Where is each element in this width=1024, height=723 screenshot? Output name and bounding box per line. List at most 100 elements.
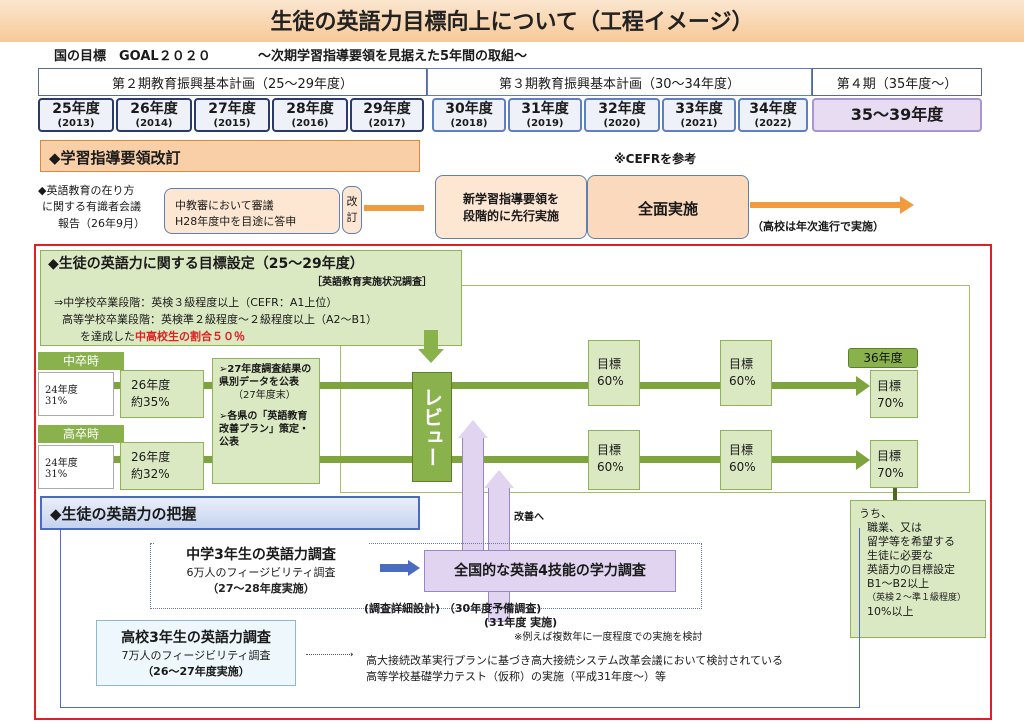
year-sub: (2022) [754,118,792,129]
action-2: ➢各県の「英語教育改善プラン」策定・公表 [219,411,309,448]
year-box-9: 34年度(2022) [738,98,808,132]
report-text-3: 報告（26年9月） [58,217,145,230]
hs-26-value: 26年度 約32% [120,442,204,490]
target-line-1: ⇒中学校卒業段階：英検３級程度以上（CEFR：A1上位） [54,296,338,309]
hs-goal-1-label: 目標 [597,443,622,457]
note-sub: （英検２～準１級程度） [867,593,967,603]
survey-tag: ［英語教育実施状況調査］ [312,277,432,288]
plan-2-header: 第２期教育振興基本計画（25～29年度） [38,68,427,96]
hs-survey-title: 高校3年生の英語力調査 [121,630,271,646]
review-down-arrow-stem [424,330,438,350]
jh-survey-years: （27～28年度実施） [207,582,315,595]
revision-box: 改訂 [342,186,362,234]
cefr-note: ※CEFRを参考 [614,152,697,166]
jh-survey-title: 中学3年生の英語力調査 [186,547,336,563]
jh-survey-box: 中学3年生の英語力調査 6万人のフィージビリティ調査 （27～28年度実施） [154,540,368,604]
year-label: 27年度 [208,101,256,117]
note-percentage: 10%以上 [867,605,914,618]
report-text-2: に関する有識者会議 [42,200,141,213]
note-title: うち、 [859,507,892,520]
year-box-1: 26年度(2014) [116,98,192,132]
jh-goal-1-value: 60% [597,374,624,388]
target-line-2: 高等学校卒業段階：英検準２級程度～２級程度以上（A2～B1） [62,313,378,326]
hs-goal-1: 目標 60% [588,430,640,490]
survey-design-note: (調査詳細設計) （30年度予備調査) [364,602,542,615]
curriculum-arrow-2 [750,202,900,208]
year-sub: (2013) [57,118,95,129]
curriculum-section-title: ◆学習指導要領改訂 [40,140,420,172]
year-31-note: (31年度 実施) [484,616,558,629]
year-label: 28年度 [286,101,334,117]
improve-arrow-right-head [484,470,514,488]
improve-arrow-left-head [458,420,488,438]
hs-goal-2-value: 60% [729,460,756,474]
year-label: 33年度 [675,101,723,117]
goal-label: 国の目標 GOAL２０２０ [54,49,211,64]
review-down-arrow-head [418,349,444,363]
hs-survey-sub: 7万人のフィージビリティ調査 [121,649,271,662]
advance-box: 新学習指導要領を 段階的に先行実施 [435,175,587,239]
jh-goal-1: 目標 60% [588,340,640,406]
year-label: 29年度 [363,101,411,117]
year-label: 35～39年度 [850,105,944,124]
curriculum-arrow-head [900,196,914,214]
reform-line-2: 高等学校基礎学力テスト（仮称）の実施（平成31年度～）等 [366,670,666,683]
note-box: うち、 職業、又は 留学等を希望する 生徒に必要な 英語力の目標設定 B1～B2… [850,500,986,638]
hs-start-value: 24年度 31% [38,445,114,489]
year-sub: (2014) [135,118,173,129]
reform-line-1: 高大接続改革実行プランに基づき高大接続システム改革会議において検討されている [366,654,784,667]
jh-goal-1-label: 目標 [597,357,622,371]
year-sub: (2018) [450,118,488,129]
year-box-10: 35～39年度 [812,98,982,132]
year-box-6: 31年度(2019) [508,98,582,132]
target-line-3-highlight: 中高校生の割合５０％ [135,330,245,343]
year-label: 25年度 [52,101,100,117]
hs-lane-label: 高卒時 [38,425,124,443]
council-box: 中教審において審議 H28年度中を目途に答申 [164,188,340,234]
hs-goal-36: 目標 70% [870,440,918,488]
jh-26-value: 26年度 約35% [120,370,204,418]
hs-goal-36-value: 70% [877,466,904,480]
year-box-3: 28年度(2016) [272,98,348,132]
year-sub: (2021) [680,118,718,129]
year-sub: (2019) [526,118,564,129]
grasp-section-title: ◆生徒の英語力の把握 [40,496,420,530]
review-box: レビュー [412,372,452,482]
jh-goal-36-value: 70% [877,396,904,410]
hs-goal-1-value: 60% [597,460,624,474]
note-body: 職業、又は 留学等を希望する 生徒に必要な 英語力の目標設定 B1～B2以上 [867,521,955,590]
year-box-8: 33年度(2021) [662,98,736,132]
target-line-3: を達成した中高校生の割合５０％ [80,328,245,344]
page-title: 生徒の英語力目標向上について（工程イメージ） [270,10,754,35]
year-sub: (2020) [603,118,641,129]
advance-line-2: 段階的に先行実施 [462,209,559,223]
example-note: ※例えば複数年に一度程度での実施を検討 [514,632,703,643]
targets-frame [34,244,992,720]
year-label: 30年度 [445,101,493,117]
target-section-title: ◆生徒の英語力に関する目標設定（25～29年度） [48,256,364,272]
jh-goal-2-label: 目標 [729,357,754,371]
year-box-2: 27年度(2015) [194,98,270,132]
action-1: ➢27年度調査結果の県別データを公表 [219,364,312,388]
note-arrow-stem [893,488,897,508]
hs-goal-2-label: 目標 [729,443,754,457]
curriculum-arrow-1 [364,205,424,211]
year-label: 34年度 [749,101,797,117]
year-sub: (2015) [213,118,251,129]
jh-survey-sub: 6万人のフィージビリティ調査 [186,566,336,579]
jh-start-value: 24年度 31% [38,372,114,416]
goal-subtitle: ～次期学習指導要領を見据えた5年間の取組～ [258,49,528,64]
action-1-sub: （27年度末） [233,390,296,401]
year-sub: (2017) [368,118,406,129]
reform-arrow-head: › [350,650,354,660]
hs-goal-36-label: 目標 [877,449,902,463]
jh-goal-2-value: 60% [729,374,756,388]
survey-arrow-stem [380,564,410,572]
action-box: ➢27年度調査結果の県別データを公表 （27年度末） ➢各県の「英語教育改善プラ… [212,358,320,484]
survey-arrow-head [408,560,420,576]
reform-dotted-line [306,654,352,655]
hs-goal-2: 目標 60% [720,430,772,490]
jh-lane-label: 中卒時 [38,352,124,370]
council-line-2: H28年度中を目途に答申 [175,215,297,228]
hs-survey-years: （26～27年度実施） [142,665,250,678]
